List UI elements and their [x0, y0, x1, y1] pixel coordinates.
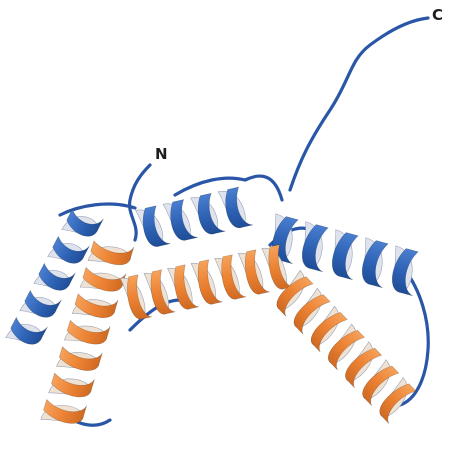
inner-helix-left: [41, 236, 134, 431]
helix-turn-front: [36, 258, 76, 295]
coil-segment: [245, 176, 282, 200]
n-terminus-label: N: [155, 147, 168, 162]
helix-turn-front: [388, 247, 424, 296]
outer-helix-top: [136, 186, 253, 250]
inner-helix-middle: [120, 244, 293, 322]
helix-turn-front: [50, 231, 90, 268]
outer-helix-right: [264, 214, 424, 296]
c-terminus-label: C: [432, 8, 443, 23]
helix-layer: [6, 186, 424, 431]
helix-turn-front: [22, 285, 62, 322]
helix-turn-front: [298, 223, 334, 272]
coil-segment: [290, 18, 428, 190]
helix-turn-front: [328, 231, 364, 280]
helix-turn-front: [358, 239, 394, 288]
helix-turn-front: [8, 312, 48, 349]
inner-helix-right: [270, 270, 419, 423]
